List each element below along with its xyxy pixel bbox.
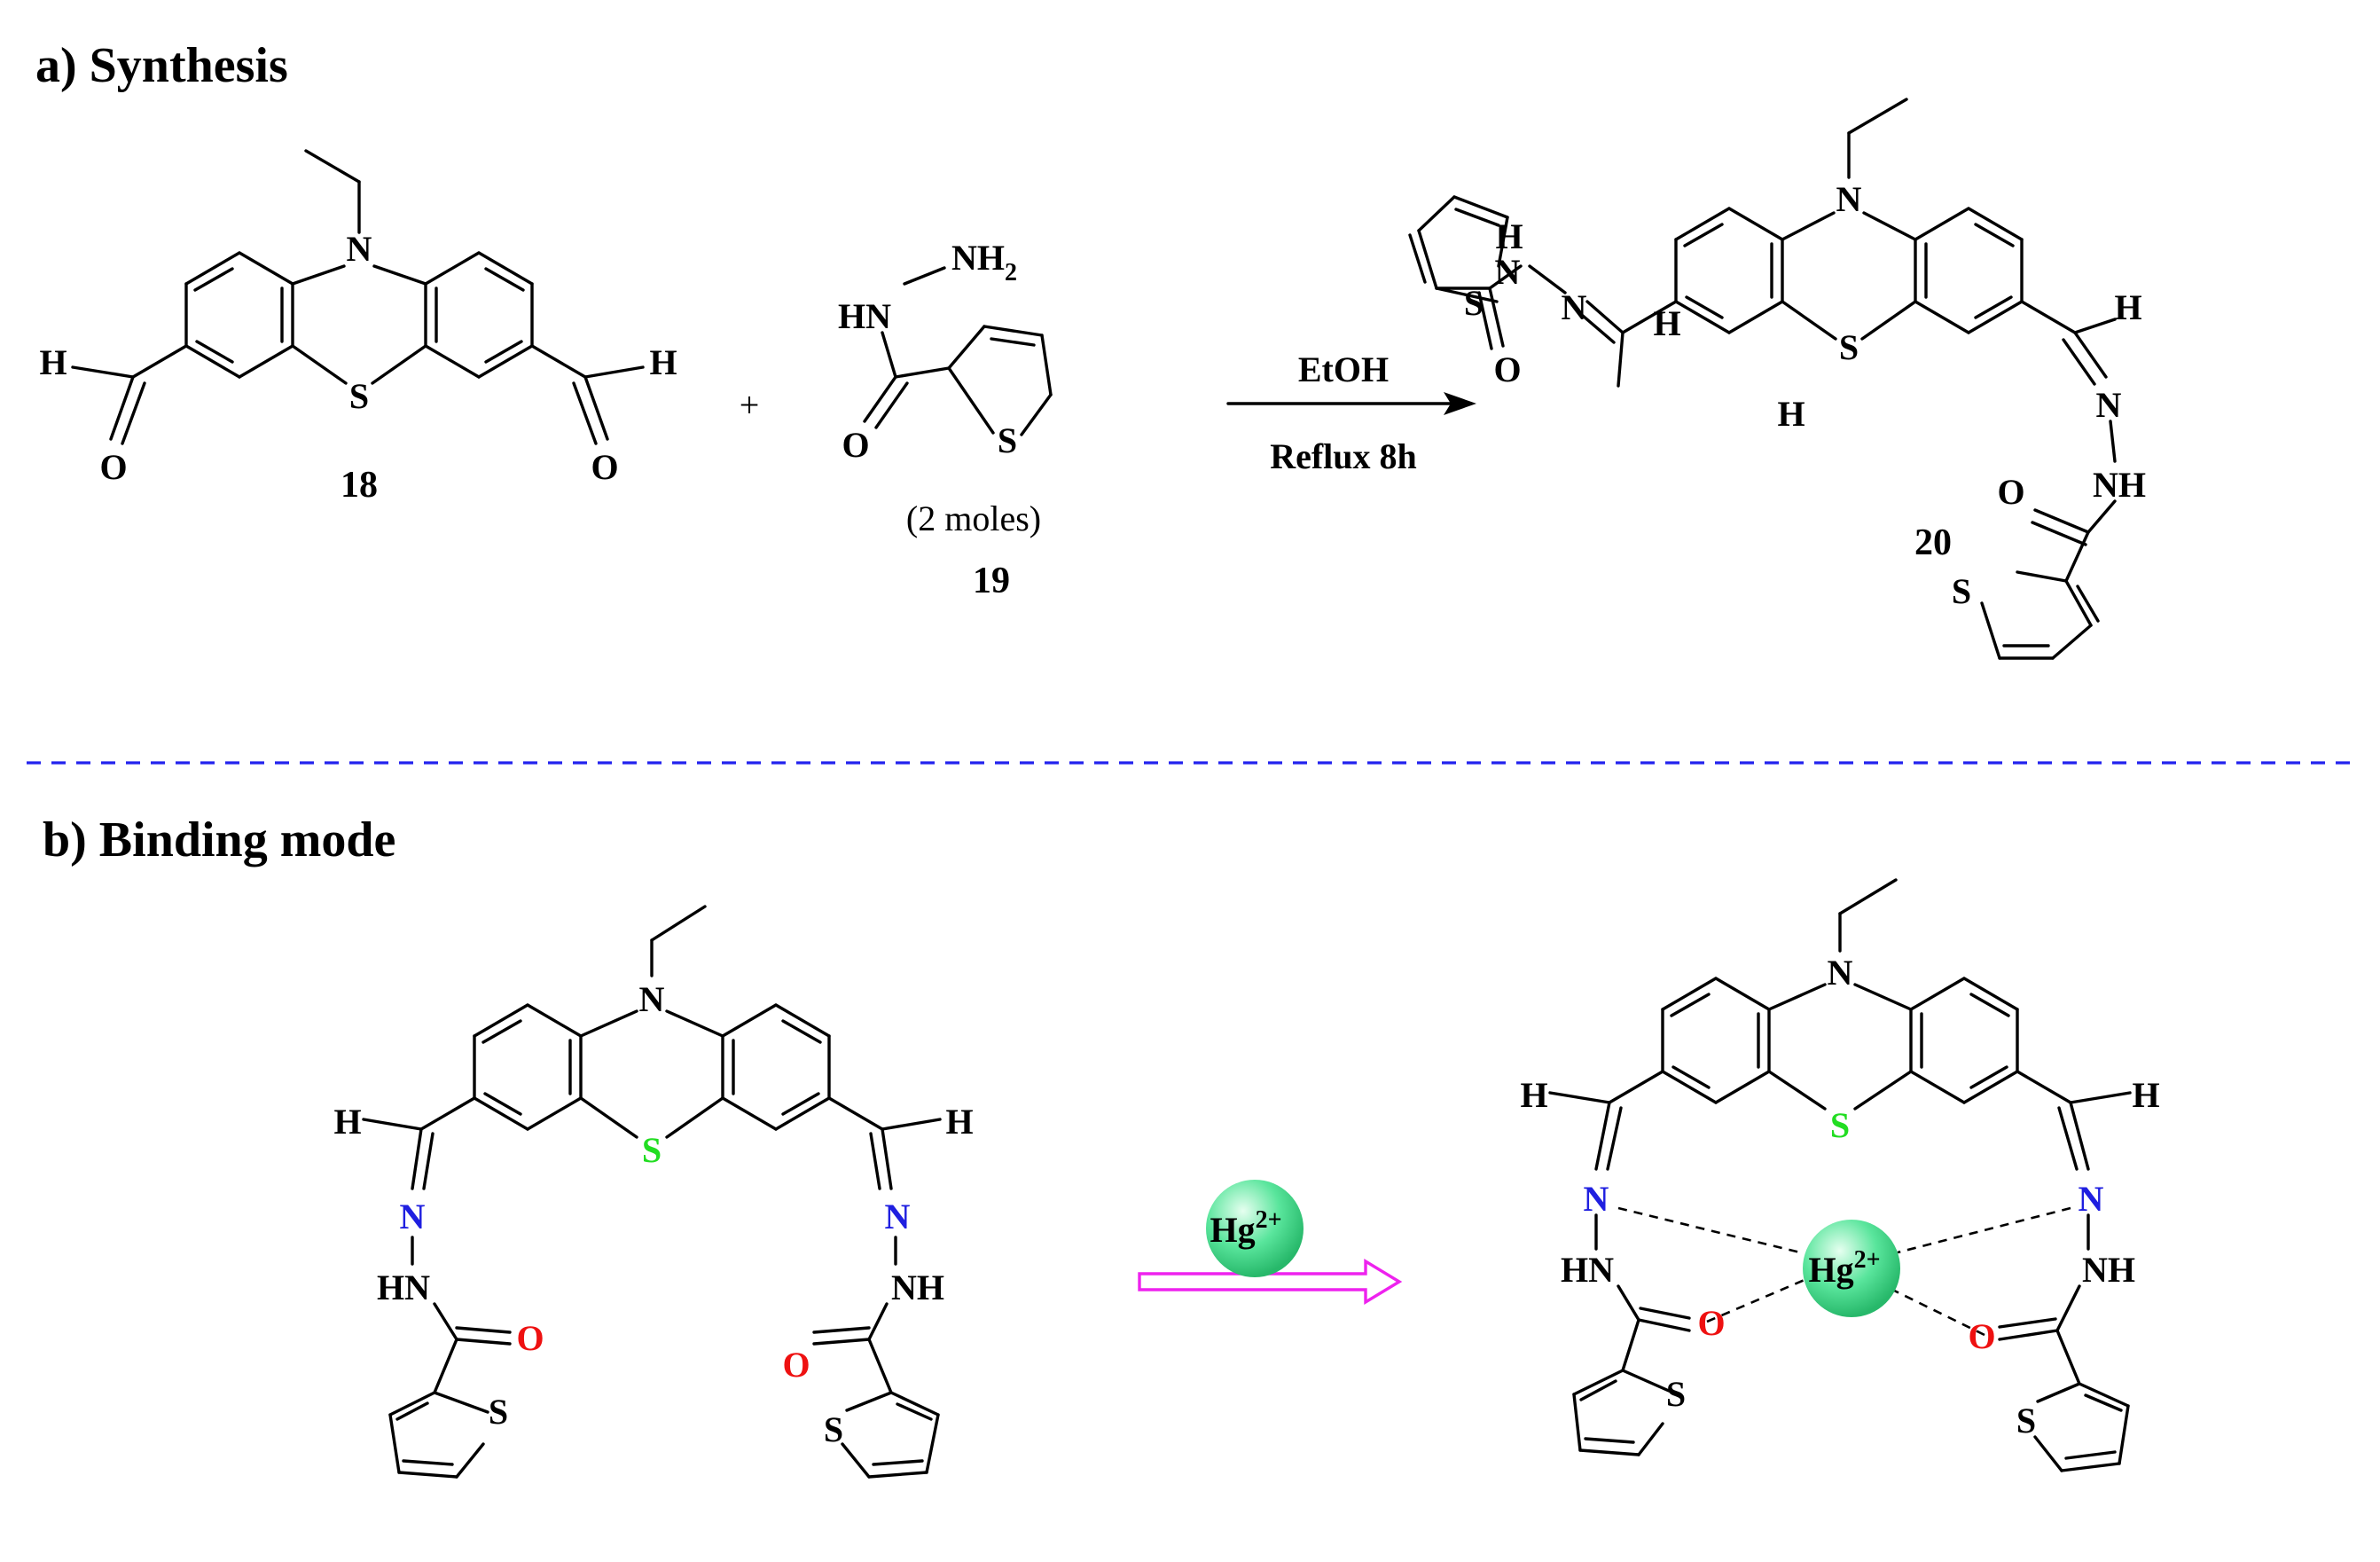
binding-arrow: Hg2+ — [1138, 1180, 1403, 1306]
atom-h: H — [333, 1102, 361, 1142]
atom-n: N — [1495, 252, 1521, 292]
atom-h: H — [39, 342, 67, 382]
free-ligand: N S H H N N HN NH O O S S — [333, 905, 974, 1479]
hg-complex: Hg2+ N S H H N N HN NH O O S S — [1520, 878, 2160, 1472]
atom-h: H — [2114, 287, 2141, 327]
compound-20: N S H H N N H O S H N NH O S 20 — [1408, 98, 2146, 660]
atom-nh: NH — [891, 1268, 944, 1307]
atom-s: S — [1952, 571, 1971, 611]
section-a-title: a) Synthesis — [35, 38, 288, 93]
atom-s: S — [2016, 1401, 2036, 1440]
atom-nh2: NH2 — [951, 238, 1017, 286]
atom-s-highlight: S — [1830, 1105, 1850, 1145]
reaction-arrow: EtOH Reflux 8h — [1226, 349, 1476, 476]
atom-o: O — [591, 447, 618, 487]
atom-h: H — [1520, 1075, 1547, 1115]
atom-o: O — [842, 425, 869, 465]
reaction-solvent: EtOH — [1298, 349, 1389, 389]
atom-s: S — [349, 376, 369, 416]
atom-s: S — [1464, 283, 1484, 323]
moles-note: (2 moles) — [906, 498, 1041, 538]
atom-h: H — [945, 1102, 973, 1142]
plus-sign: + — [740, 385, 760, 425]
atom-o: O — [99, 447, 127, 487]
atom-s: S — [489, 1392, 508, 1432]
atom-h: H — [1777, 394, 1805, 434]
atom-n-highlight: N — [885, 1197, 911, 1236]
atom-nh: NH — [2082, 1250, 2135, 1290]
atom-hn: HN — [838, 296, 891, 336]
atom-h: H — [1653, 303, 1680, 343]
hg-ion-sphere — [1803, 1220, 1900, 1317]
atom-n: N — [347, 229, 372, 269]
atom-o-highlight: O — [782, 1345, 810, 1385]
atom-hn: HN — [377, 1268, 430, 1307]
atom-n-highlight: N — [2079, 1179, 2104, 1219]
atom-h: H — [2132, 1075, 2159, 1115]
atom-n: N — [1828, 953, 1853, 993]
compound-19: NH2 HN O S (2 moles) 19 — [838, 238, 1053, 601]
atom-n: N — [1836, 179, 1862, 219]
atom-o: O — [1997, 472, 2024, 512]
compound-label-19: 19 — [973, 561, 1010, 601]
compound-18: N S H H O O 18 — [39, 149, 677, 506]
section-b-title: b) Binding mode — [43, 812, 395, 867]
atom-n: N — [2096, 385, 2122, 425]
atom-n: N — [1562, 287, 1587, 327]
hg-ion-sphere — [1206, 1180, 1304, 1277]
atom-n-highlight: N — [1584, 1179, 1609, 1219]
atom-h: H — [1495, 216, 1523, 256]
atom-s: S — [1839, 327, 1859, 367]
atom-hn: HN — [1561, 1250, 1614, 1290]
atom-s-highlight: S — [642, 1130, 662, 1170]
atom-n-highlight: N — [400, 1197, 426, 1236]
atom-s: S — [1666, 1374, 1686, 1414]
hg-ion-label: Hg2+ — [1808, 1246, 1880, 1290]
atom-n: N — [639, 979, 665, 1019]
atom-s: S — [998, 420, 1017, 460]
compound-label-18: 18 — [341, 465, 378, 506]
atom-o-highlight: O — [1968, 1316, 1995, 1356]
compound-label-20: 20 — [1914, 522, 1952, 563]
atom-o-highlight: O — [516, 1318, 544, 1358]
atom-s: S — [824, 1409, 843, 1449]
atom-nh: NH — [2093, 465, 2146, 505]
hg-ion-label: Hg2+ — [1210, 1206, 1281, 1250]
atom-h: H — [649, 342, 677, 382]
atom-o: O — [1493, 349, 1521, 389]
reaction-condition: Reflux 8h — [1270, 436, 1417, 476]
atom-o-highlight: O — [1697, 1303, 1725, 1343]
